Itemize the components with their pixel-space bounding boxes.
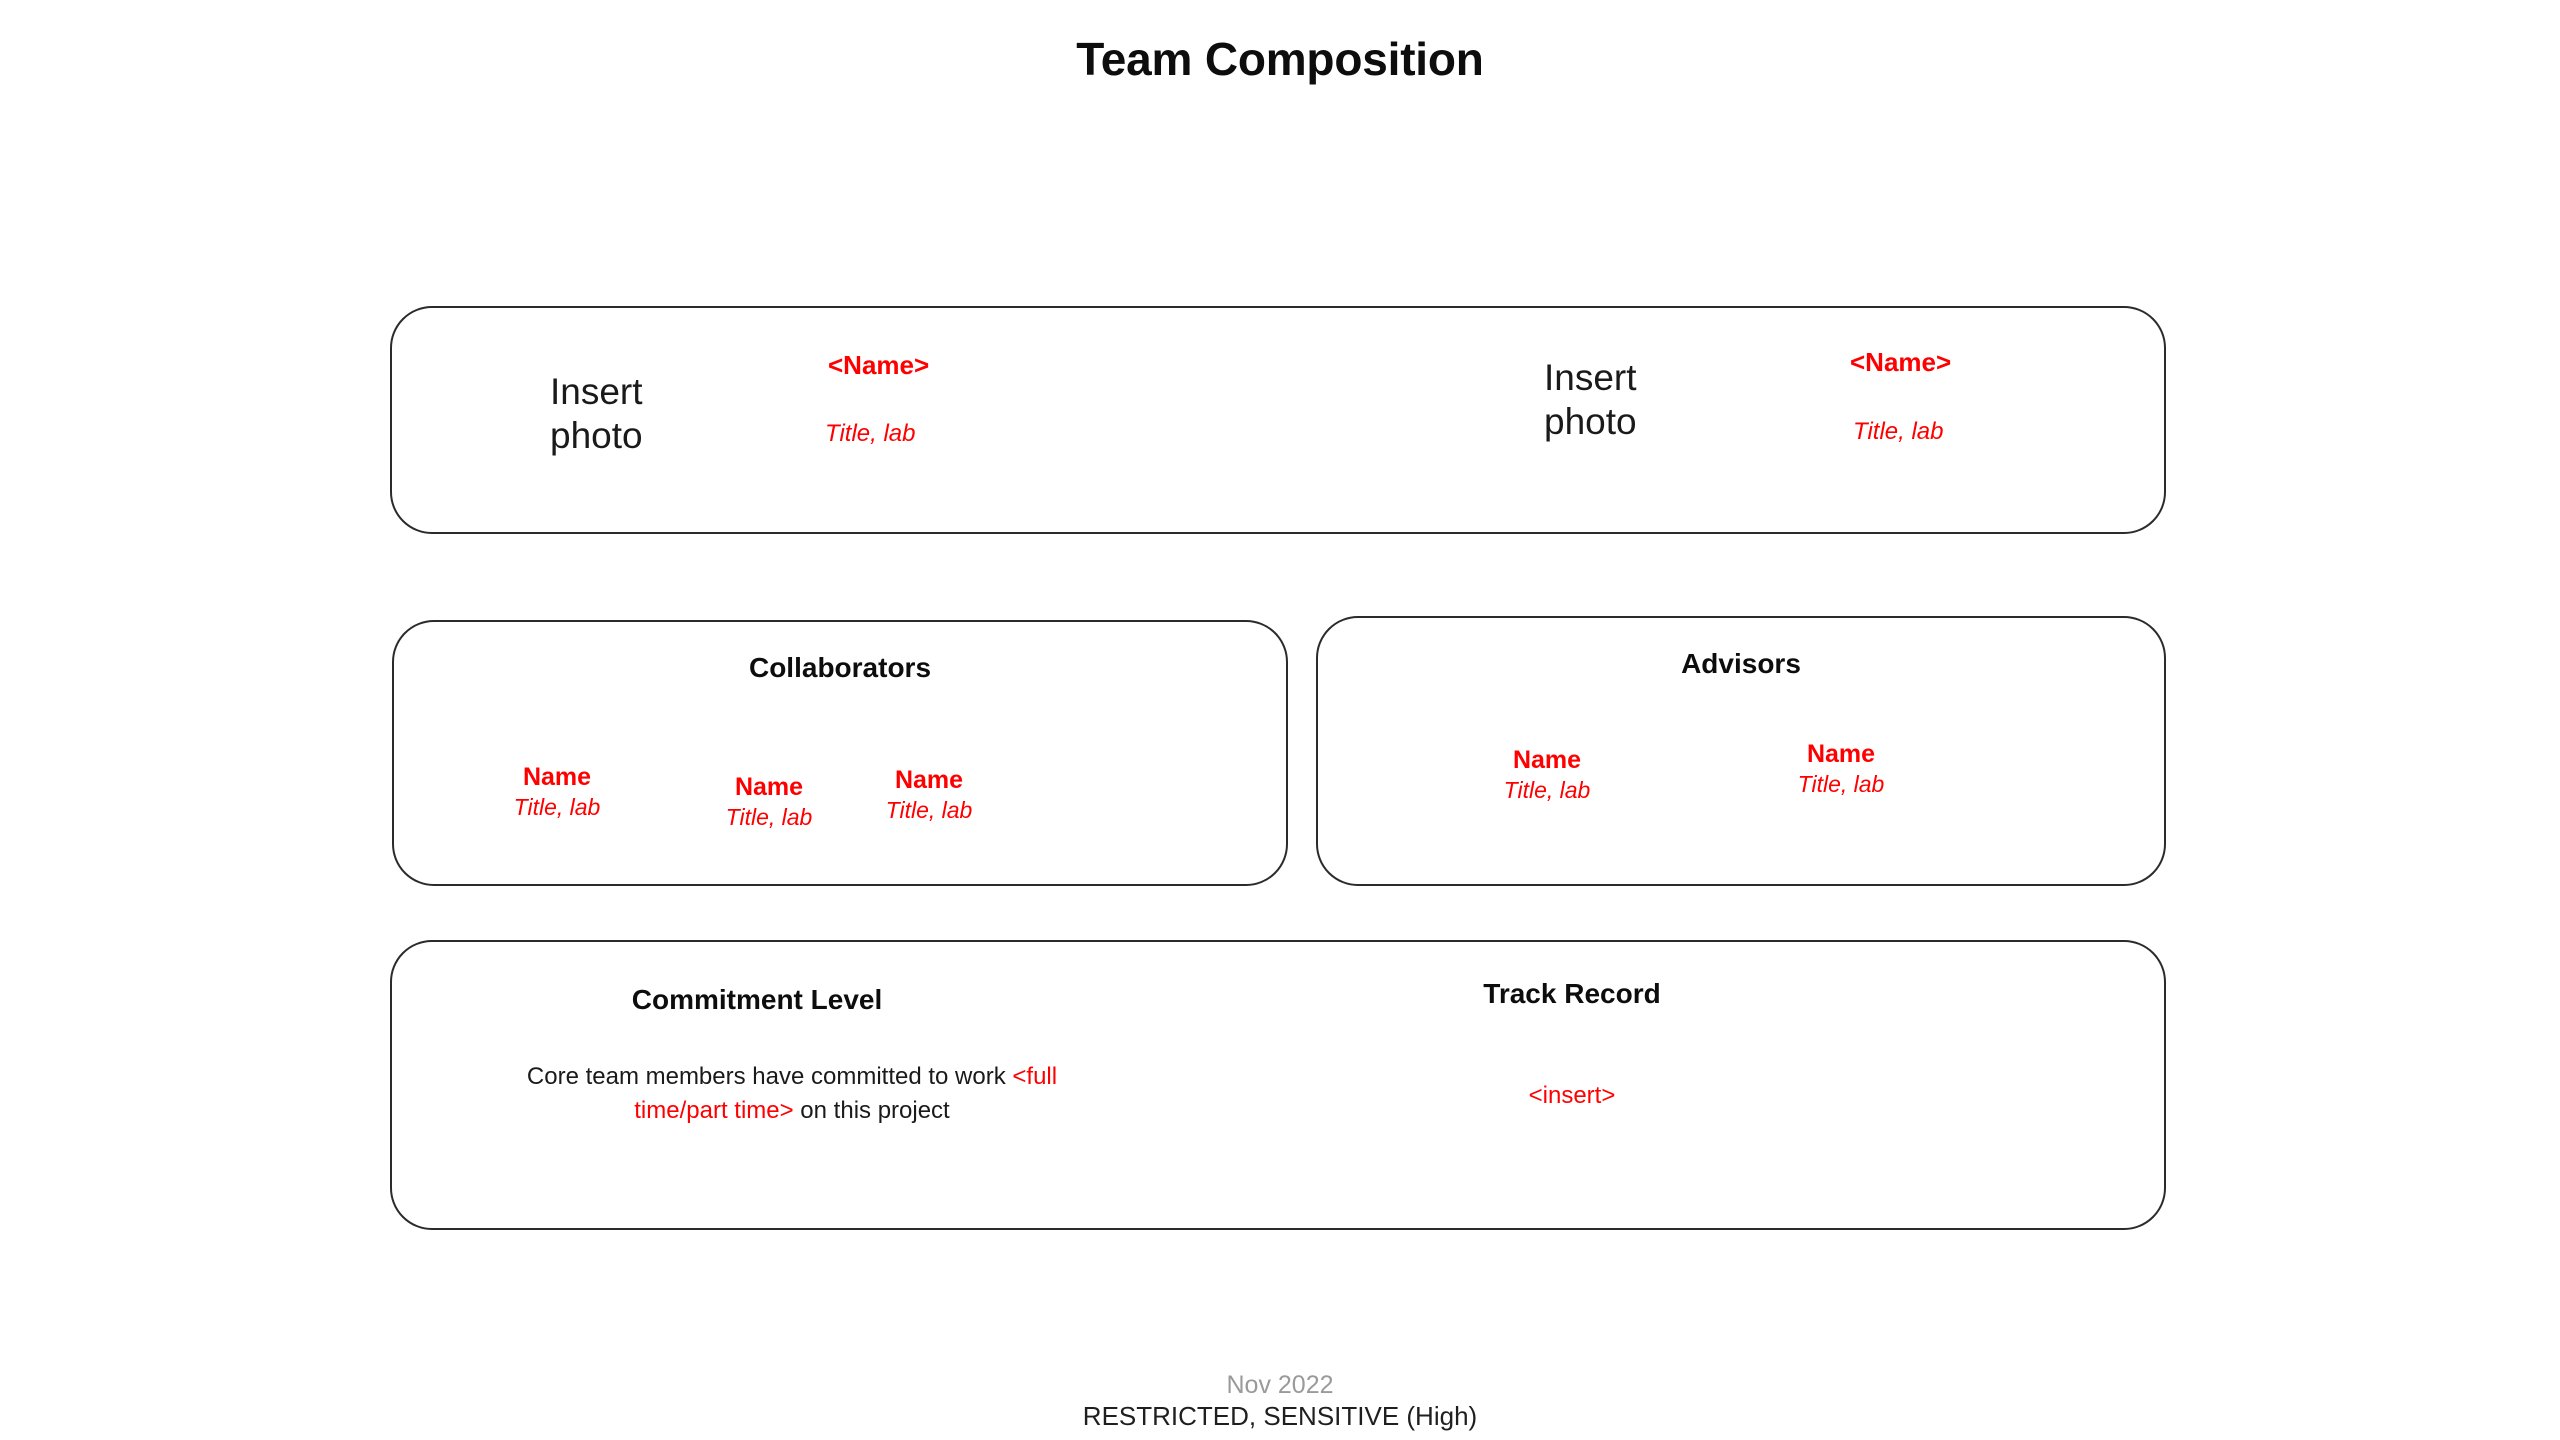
advisor-name[interactable]: Name xyxy=(1512,746,1582,774)
footer-date: Nov 2022 xyxy=(1226,1371,1334,1399)
slide-footer: Nov 2022 RESTRICTED, SENSITIVE (High) xyxy=(0,1370,2560,1432)
advisors-panel: Advisors Name Title, lab Name Title, lab xyxy=(1316,616,2166,886)
core-team-member-name[interactable]: <Name> xyxy=(828,350,930,380)
collaborator-item: Name Title, lab xyxy=(462,762,652,821)
collaborator-item: Name Title, lab xyxy=(674,772,864,831)
advisor-name[interactable]: Name xyxy=(1806,740,1876,768)
advisors-heading: Advisors xyxy=(1681,648,1801,679)
core-team-member-1: Insert photo <Name> Title, lab xyxy=(492,308,1272,532)
core-team-panel: Insert photo <Name> Title, lab Insert ph… xyxy=(390,306,2166,534)
collaborator-name[interactable]: Name xyxy=(894,766,964,794)
collaborator-name[interactable]: Name xyxy=(522,763,592,791)
track-record-heading: Track Record xyxy=(1483,978,1661,1009)
core-team-member-title[interactable]: Title, lab xyxy=(825,420,916,447)
commitment-level-section: Commitment Level Core team members have … xyxy=(392,942,1292,1228)
collaborators-panel: Collaborators Name Title, lab Name Title… xyxy=(392,620,1288,886)
commitment-placeholder[interactable]: <full time/part time> xyxy=(634,1063,1058,1125)
insert-photo-placeholder[interactable]: Insert photo xyxy=(1544,357,1637,442)
commitment-body-suffix: on this project xyxy=(793,1097,950,1125)
commitment-body-prefix: Core team members have committed to work xyxy=(526,1063,1013,1090)
advisor-item: Name Title, lab xyxy=(1452,745,1642,804)
commitment-level-heading: Commitment Level xyxy=(631,984,883,1015)
core-team-member-name[interactable]: <Name> xyxy=(1850,347,1952,377)
footer-classification: RESTRICTED, SENSITIVE (High) xyxy=(1082,1400,1478,1431)
collaborators-heading: Collaborators xyxy=(748,652,932,683)
advisor-title[interactable]: Title, lab xyxy=(1797,770,1885,797)
collaborator-title[interactable]: Title, lab xyxy=(513,793,601,820)
collaborator-item: Name Title, lab xyxy=(834,765,1024,824)
advisor-title[interactable]: Title, lab xyxy=(1503,776,1591,803)
bottom-panel: Commitment Level Core team members have … xyxy=(390,940,2166,1230)
insert-photo-placeholder[interactable]: Insert photo xyxy=(550,371,643,456)
collaborator-name[interactable]: Name xyxy=(734,773,804,801)
core-team-member-2: Insert photo <Name> Title, lab xyxy=(1482,308,2182,532)
track-record-section: Track Record <insert> xyxy=(1292,942,2168,1228)
commitment-level-body: Core team members have committed to work… xyxy=(482,1060,1102,1128)
advisor-item: Name Title, lab xyxy=(1746,739,1936,798)
core-team-member-title[interactable]: Title, lab xyxy=(1853,418,1944,445)
collaborator-title[interactable]: Title, lab xyxy=(725,803,813,830)
page-title: Team Composition xyxy=(1076,33,1484,85)
collaborator-title[interactable]: Title, lab xyxy=(885,796,973,823)
track-record-placeholder[interactable]: <insert> xyxy=(1528,1082,1616,1109)
